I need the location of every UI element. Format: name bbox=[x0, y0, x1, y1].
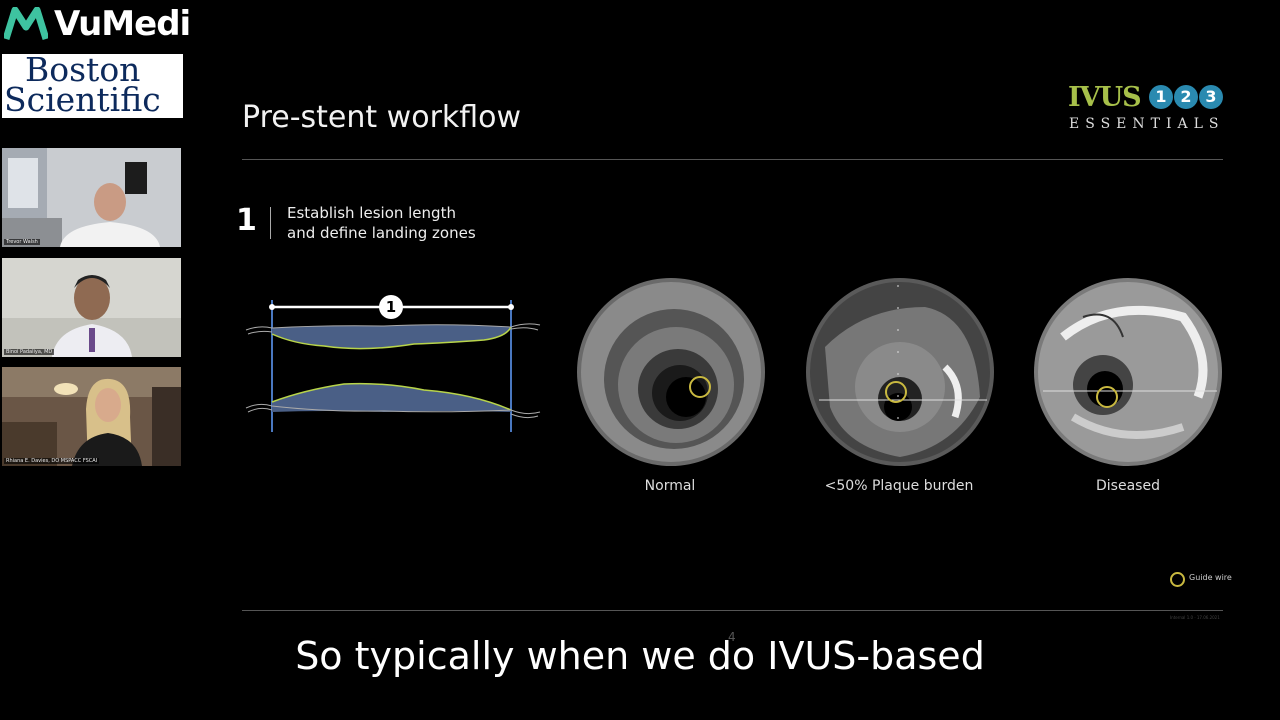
image-label-plaque: <50% Plaque burden bbox=[824, 478, 974, 494]
ivus-logo-number: 2 bbox=[1174, 85, 1198, 109]
participant-video-image bbox=[2, 148, 181, 247]
participant-video-3[interactable]: Rhiana E. Davies, DO MSPACC FSCAI bbox=[2, 367, 181, 466]
ivus-image-diseased bbox=[1034, 278, 1222, 466]
step-text-line2: and define landing zones bbox=[287, 224, 476, 242]
step-number: 1 bbox=[236, 203, 257, 238]
participant-video-image bbox=[2, 258, 181, 357]
ivus-image-normal bbox=[577, 278, 765, 466]
slide-title: Pre-stent workflow bbox=[242, 100, 522, 135]
guide-wire-legend-icon bbox=[1170, 572, 1185, 587]
footer-divider bbox=[242, 610, 1223, 611]
participant-name: Binoi Padaliya, MD bbox=[4, 349, 55, 355]
boston-scientific-logo: Boston Scientific bbox=[2, 50, 183, 119]
slide-page-number: 4 bbox=[728, 630, 736, 644]
step-divider bbox=[270, 207, 271, 239]
lesion-marker-number: 1 bbox=[385, 298, 397, 316]
sponsor-line2: Scientific bbox=[4, 80, 161, 119]
lesion-length-diagram bbox=[245, 295, 541, 432]
header-divider bbox=[242, 159, 1223, 160]
image-label-diseased: Diseased bbox=[1096, 478, 1160, 494]
ivus-logo-word: IVUS bbox=[1068, 82, 1142, 113]
slide-footnote: Internal 1.0 · 17.06.2021 bbox=[1170, 615, 1220, 620]
participant-video-2[interactable]: Binoi Padaliya, MD bbox=[2, 258, 181, 357]
vumedi-logo[interactable]: VuMedi bbox=[4, 4, 194, 44]
ivus-image-plaque-burden bbox=[806, 278, 994, 466]
ivus-logo-tagline: ESSENTIALS bbox=[1069, 116, 1225, 132]
participant-video-1[interactable]: Trevor Walsh bbox=[2, 148, 181, 247]
ivus-essentials-logo: IVUS 1 2 3 ESSENTIALS bbox=[1068, 82, 1228, 138]
participant-video-image bbox=[2, 367, 181, 466]
ivus-logo-number: 3 bbox=[1199, 85, 1223, 109]
sponsor-line1: Boston bbox=[25, 50, 141, 89]
vumedi-mark-icon bbox=[4, 7, 48, 41]
image-label-normal: Normal bbox=[644, 478, 696, 494]
guide-wire-legend-text: Guide wire bbox=[1189, 573, 1232, 582]
step-text-line1: Establish lesion length bbox=[287, 204, 456, 222]
ivus-logo-number: 1 bbox=[1149, 85, 1173, 109]
participant-name: Rhiana E. Davies, DO MSPACC FSCAI bbox=[4, 458, 100, 464]
participant-name: Trevor Walsh bbox=[4, 239, 40, 245]
video-caption: So typically when we do IVUS-based bbox=[295, 634, 985, 678]
step-text: Establish lesion length and define landi… bbox=[287, 203, 507, 243]
vumedi-wordmark: VuMedi bbox=[54, 4, 191, 44]
